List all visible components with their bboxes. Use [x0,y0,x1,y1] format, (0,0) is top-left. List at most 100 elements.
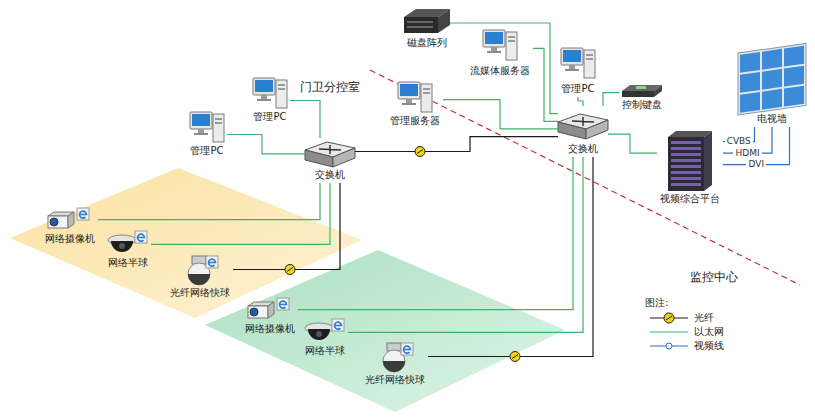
device-node: 流媒体服务器 [467,28,533,79]
device-node: 网络半球 [302,318,348,359]
connector [348,157,583,332]
icon-space [42,208,98,232]
boundary-line [370,70,800,285]
legend-video-marker [666,343,672,349]
icon-space [737,40,807,112]
legend-text: 光纤 [694,311,714,324]
device-label: 网络半球 [302,344,348,357]
connector [290,101,320,139]
platform-icon [668,131,712,191]
icon-space [242,298,298,322]
icon-space [187,110,227,144]
device-node: 光纤网络快球 [362,343,428,388]
icon-space [387,80,443,114]
device-label: 视频综合平台 [657,192,723,205]
pc-icon [253,78,287,108]
dome-icon [108,231,147,252]
device-label: 光纤网络快球 [362,373,428,386]
device-node: 磁盘阵列 [404,8,450,51]
connector [151,183,330,244]
icon-space [167,256,233,286]
device-label: 管理PC [250,110,290,123]
device-label: 控制键盘 [619,98,665,111]
pc-icon [483,30,517,60]
device-node: 控制键盘 [619,84,665,113]
connector [98,183,320,220]
device-node: 电视墙 [737,40,807,127]
disk-array-icon [404,9,450,33]
connector [443,100,558,129]
legend-text: 视频线 [694,339,724,352]
device-label: 网络半球 [105,256,151,269]
icon-space [558,46,598,82]
camera-icon [48,208,89,228]
pc-icon [190,112,224,142]
device-node: 管理PC [187,110,227,159]
device-label: 网络摄像机 [242,322,298,335]
connector [355,137,558,152]
icon-space [105,230,151,256]
connector [227,135,305,154]
icon-space [404,8,450,36]
legend-text: 以太网 [694,325,724,338]
icon-space [657,130,723,192]
icon-space [467,28,533,64]
icon-space [302,318,348,344]
green-zone [205,250,565,412]
device-node: 管理PC [558,46,598,97]
fiber-marker [285,265,295,275]
device-label: 管理PC [558,82,598,95]
server-icon [398,82,432,112]
switch-icon [305,142,355,167]
device-node: 网络摄像机 [42,208,98,247]
device-label: 电视墙 [737,112,807,125]
icon-space [250,76,290,110]
connector [603,93,619,106]
device-node: 网络摄像机 [242,298,298,337]
connector [233,183,340,270]
device-label: 交换机 [305,168,355,181]
pc-icon [561,48,595,78]
device-node: 光纤网络快球 [167,256,233,301]
connector [608,134,657,153]
speed-dome-icon [188,256,218,285]
device-label: 管理服务器 [387,114,443,127]
area-label: 监控中心 [690,270,738,285]
connector [578,97,583,106]
device-label: 光纤网络快球 [167,286,233,299]
device-label: 流媒体服务器 [467,64,533,77]
keyboard-icon [622,85,662,97]
legend-ethernet-sample [650,331,688,332]
device-node: 网络半球 [105,230,151,271]
tv-wall-icon [738,43,806,115]
signal-label: CVBS [725,136,753,147]
switch-icon [558,114,608,139]
legend-fiber-marker [664,313,674,323]
connector [298,157,573,310]
device-node: 管理PC [250,76,290,125]
icon-space [305,138,355,168]
dome-icon [305,319,344,340]
device-node: 管理服务器 [387,80,443,129]
signal-label: HDMI [733,148,761,159]
signal-label: DVI [746,159,766,170]
icon-space [362,343,428,373]
device-node: 交换机 [305,138,355,183]
icon-space [558,106,608,142]
fiber-marker [415,147,425,157]
connector [428,157,593,357]
device-node: 交换机 [558,106,608,157]
speed-dome-icon [383,343,413,372]
device-label: 管理PC [187,144,227,157]
area-label: 图注: [645,296,668,309]
camera-icon [248,298,289,318]
area-label: 门卫分控室 [300,80,360,95]
device-label: 网络摄像机 [42,232,98,245]
fiber-marker [510,352,520,362]
device-node: 视频综合平台 [657,130,723,207]
device-label: 磁盘阵列 [404,36,450,49]
